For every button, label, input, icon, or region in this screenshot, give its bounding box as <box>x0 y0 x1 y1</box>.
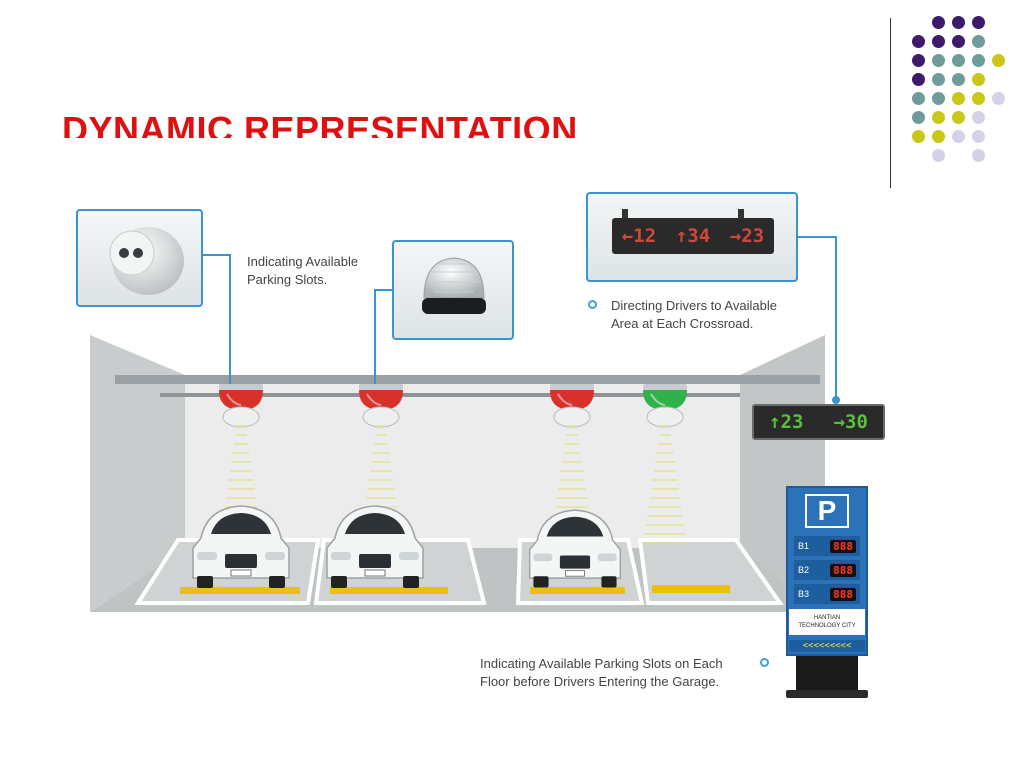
decorative-dot <box>932 92 945 105</box>
decorative-dot <box>932 54 945 67</box>
decorative-dot <box>952 130 965 143</box>
sensor-caption-line: Indicating Available <box>247 254 359 269</box>
divider-line <box>890 18 891 188</box>
slide-title: DYNAMIC REPRESENTATION <box>62 109 578 138</box>
entrance-caption-line: Indicating Available Parking Slots on Ea… <box>480 656 723 671</box>
floor-label: B2 <box>798 565 810 575</box>
direction-caption: Directing Drivers to Available Area at E… <box>611 297 777 333</box>
garage-back-wall <box>185 375 740 548</box>
decorative-dot <box>992 54 1005 67</box>
bullet-icon <box>588 300 597 309</box>
decorative-dot <box>932 130 945 143</box>
sensor-unit <box>553 406 591 428</box>
car-icon <box>528 509 622 588</box>
connector-line <box>203 254 231 400</box>
sensor-unit <box>222 406 260 428</box>
slot-marker <box>652 585 730 593</box>
slot-marker <box>330 587 448 594</box>
decorative-dot <box>972 16 985 29</box>
decorative-dot <box>912 92 925 105</box>
decorative-dot <box>932 149 945 162</box>
led-direction-sign: ←12 ↑34 →23 <box>612 218 774 254</box>
direction-sign-frame: ←12 ↑34 →23 <box>586 192 798 282</box>
decorative-dot <box>932 73 945 86</box>
post-floor-row: B2 888 <box>794 560 860 580</box>
post-stand <box>796 656 858 692</box>
decorative-dot <box>972 149 985 162</box>
decorative-dot <box>952 73 965 86</box>
decorative-dot <box>932 111 945 124</box>
decorative-dot <box>912 73 925 86</box>
sign-value-right: →30 <box>833 411 868 433</box>
decorative-dot <box>952 54 965 67</box>
indicator-light-icon <box>422 257 486 314</box>
sign-value-up: ↑23 <box>769 411 804 433</box>
decorative-dot <box>912 111 925 124</box>
post-arrow-strip: <<<<<<<<< <box>789 640 865 652</box>
slot-marker <box>530 587 625 594</box>
decorative-dot <box>972 111 985 124</box>
floor-label: B3 <box>798 589 810 599</box>
sensor-unit <box>362 406 400 428</box>
sign-value-up: ↑34 <box>675 225 711 247</box>
decorative-dot <box>972 35 985 48</box>
car-icon <box>326 505 424 588</box>
sensor-caption: Indicating Available Parking Slots. <box>247 253 358 289</box>
parking-icon: P <box>805 494 849 528</box>
post-floor-row: B3 888 <box>794 584 860 604</box>
decorative-dot <box>972 130 985 143</box>
decorative-dot <box>972 92 985 105</box>
ultrasonic-sensor-icon <box>109 227 184 295</box>
floor-available-count: 888 <box>830 587 856 601</box>
sensor-product-frame <box>76 209 203 307</box>
indicator-light-frame <box>392 240 514 340</box>
direction-caption-line: Area at Each Crossroad. <box>611 316 754 331</box>
sensor-caption-line: Parking Slots. <box>247 272 328 287</box>
sign-value-left: ←12 <box>621 225 657 247</box>
decorative-dot <box>912 54 925 67</box>
ceiling-beam <box>115 375 820 384</box>
decorative-dot <box>952 111 965 124</box>
parking-indicator-light <box>219 384 263 410</box>
bullet-icon <box>760 658 769 667</box>
floor-label: B1 <box>798 541 810 551</box>
connector-dot <box>832 396 840 404</box>
ceiling-rail <box>160 393 740 397</box>
post-name-plate: HANTIAN TECHNOLOGY CITY <box>789 609 865 635</box>
sign-bracket <box>622 209 628 219</box>
garage-led-sign: ↑23 →30 <box>752 404 885 440</box>
connector-line <box>374 289 392 390</box>
connector-line <box>798 236 837 400</box>
decorative-dot <box>932 35 945 48</box>
post-base <box>786 690 868 698</box>
decorative-dot <box>932 16 945 29</box>
post-name-line: HANTIAN <box>813 615 841 621</box>
decorative-dot <box>952 16 965 29</box>
parking-indicator-light <box>359 384 403 410</box>
parking-indicator-light <box>643 384 687 410</box>
direction-caption-line: Directing Drivers to Available <box>611 298 777 313</box>
floor-available-count: 888 <box>830 539 856 553</box>
decorative-dot <box>912 35 925 48</box>
sign-value-right: →23 <box>729 225 765 247</box>
car-icon <box>192 505 290 588</box>
sensor-unit <box>646 406 684 428</box>
slot-marker <box>180 587 300 594</box>
entrance-caption-line: Floor before Drivers Entering the Garage… <box>480 674 720 689</box>
entrance-caption: Indicating Available Parking Slots on Ea… <box>480 655 723 691</box>
post-floor-row: B1 888 <box>794 536 860 556</box>
decorative-dot <box>992 92 1005 105</box>
decorative-dot <box>912 130 925 143</box>
decorative-dot <box>972 73 985 86</box>
decorative-dot <box>952 35 965 48</box>
garage-left-wall <box>90 335 185 612</box>
decorative-dot <box>952 92 965 105</box>
floor-available-count: 888 <box>830 563 856 577</box>
decorative-dot <box>972 54 985 67</box>
sign-bracket <box>738 209 744 219</box>
parking-indicator-light <box>550 384 594 410</box>
post-name-line: TECHNOLOGY CITY <box>798 623 856 629</box>
